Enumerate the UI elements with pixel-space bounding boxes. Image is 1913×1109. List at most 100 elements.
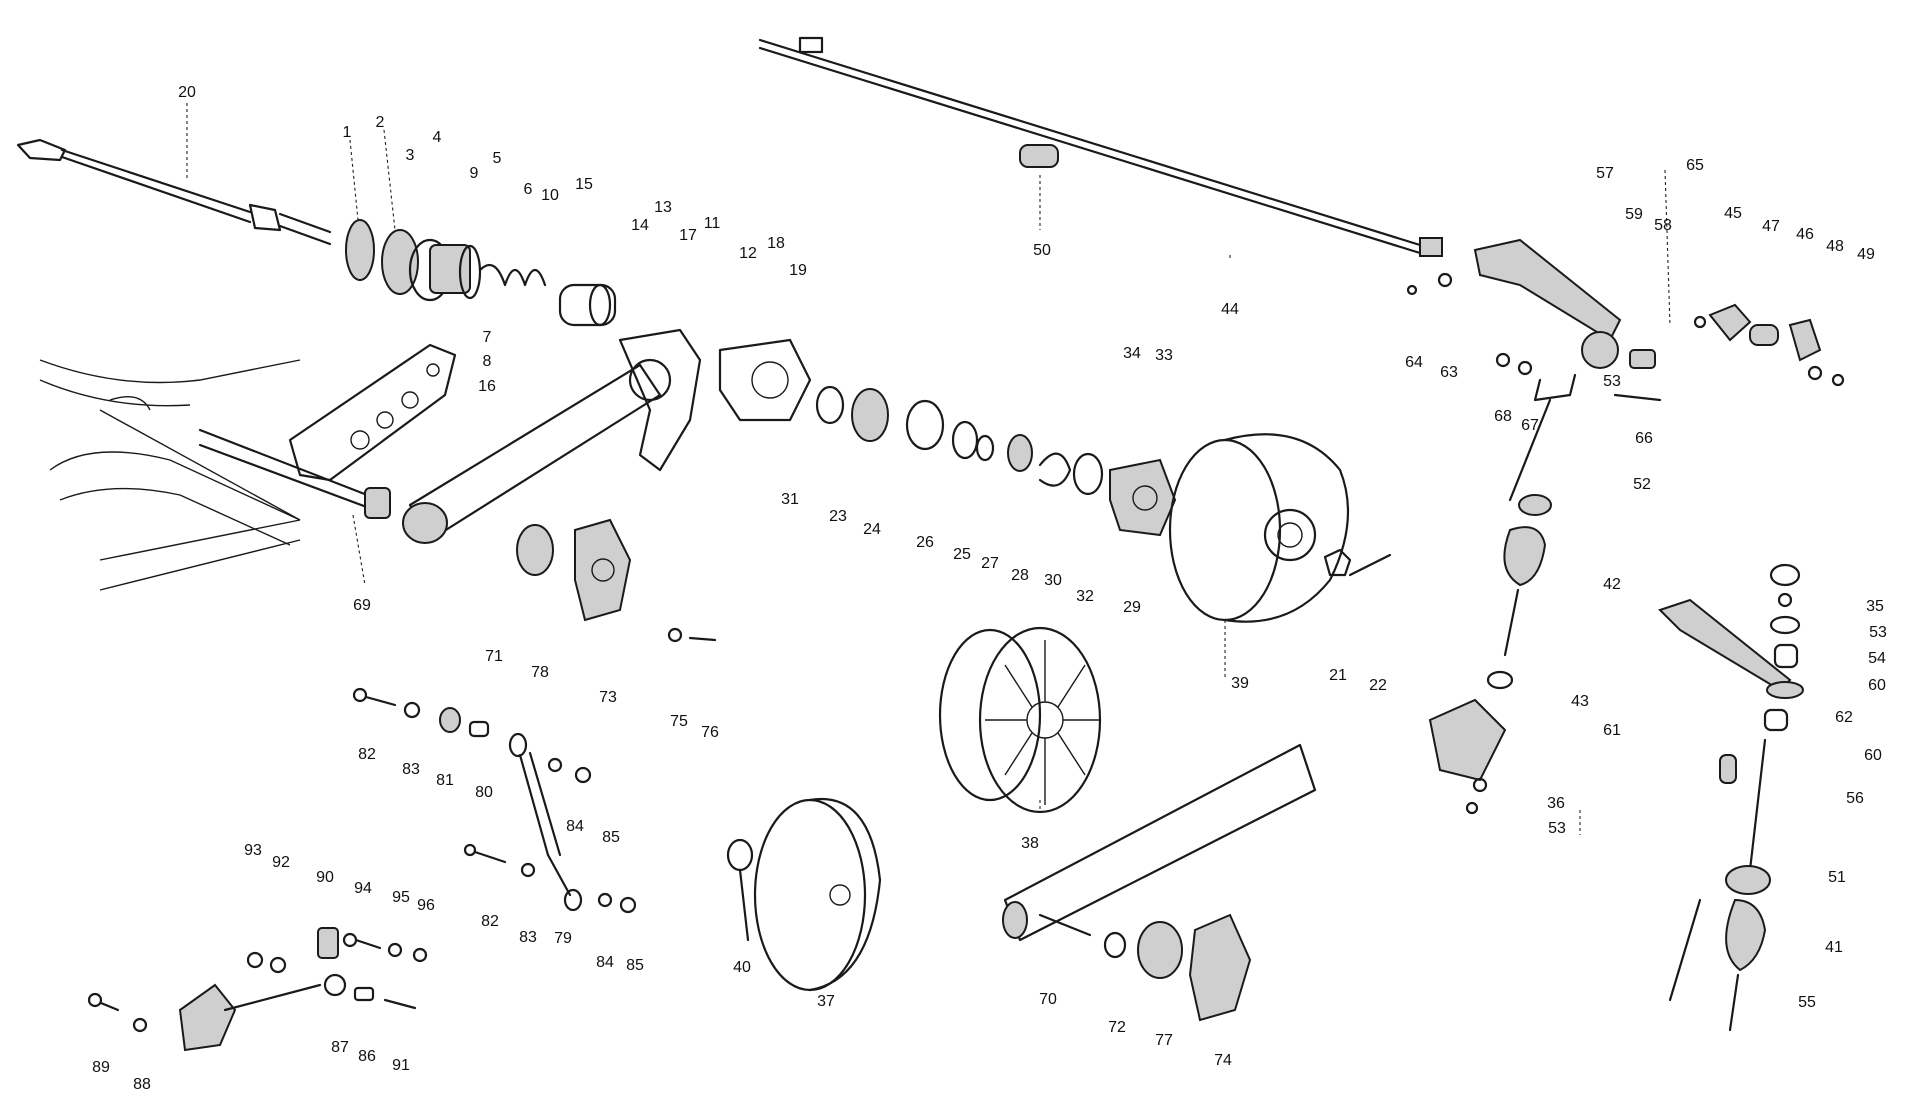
callout-90: 90 — [316, 869, 334, 886]
callout-67: 67 — [1521, 417, 1539, 434]
callout-56: 56 — [1846, 790, 1864, 807]
brake-drum-39 — [1168, 433, 1350, 623]
callout-93: 93 — [244, 842, 262, 859]
callout-19: 19 — [789, 262, 807, 279]
axle-shaft-left — [16, 138, 332, 246]
callout-49: 49 — [1857, 246, 1875, 263]
nuts-84-85 — [547, 757, 637, 914]
callout-22: 22 — [1369, 677, 1387, 694]
callout-29: 29 — [1123, 599, 1141, 616]
callout-96: 96 — [417, 897, 435, 914]
seals-and-washers — [815, 385, 1104, 496]
callout-82b: 82 — [481, 913, 499, 930]
trailing-arm-bracket — [288, 343, 457, 482]
callout-77: 77 — [1155, 1032, 1173, 1049]
castle-nut-and-pin — [1323, 548, 1392, 577]
callout-83b: 83 — [519, 929, 537, 946]
callout-60b: 60 — [1864, 747, 1882, 764]
callout-27: 27 — [981, 555, 999, 572]
callout-2: 2 — [376, 114, 385, 131]
chassis-frame — [39, 359, 301, 591]
callout-34: 34 — [1123, 345, 1141, 362]
linkage-parts-45-49 — [1693, 303, 1845, 387]
callout-28: 28 — [1011, 567, 1029, 584]
callout-25: 25 — [953, 546, 971, 563]
callout-9: 9 — [470, 165, 479, 182]
callout-46: 46 — [1796, 226, 1814, 243]
callout-6: 6 — [524, 181, 533, 198]
leader-lines — [186, 103, 1671, 835]
callout-63: 63 — [1440, 364, 1458, 381]
callout-82: 82 — [358, 746, 376, 763]
shift-rod-52 — [1495, 352, 1662, 657]
callout-38: 38 — [1021, 835, 1039, 852]
callout-47: 47 — [1762, 218, 1780, 235]
tie-rod-44 — [758, 36, 1443, 257]
callout-54: 54 — [1868, 650, 1886, 667]
callout-7: 7 — [483, 329, 492, 346]
callout-17: 17 — [679, 227, 697, 244]
callout-39: 39 — [1231, 675, 1249, 692]
callout-53: 53 — [1548, 820, 1566, 837]
callout-33: 33 — [1155, 347, 1173, 364]
callout-21: 21 — [1329, 667, 1347, 684]
callout-62: 62 — [1835, 709, 1853, 726]
bearing-housing — [618, 328, 812, 472]
callout-52: 52 — [1633, 476, 1651, 493]
callout-91: 91 — [392, 1057, 410, 1074]
bearing-cover-29 — [1109, 458, 1177, 537]
callout-4: 4 — [433, 129, 442, 146]
callout-53b: 53 — [1869, 624, 1887, 641]
shift-arm-assembly-57 — [1406, 238, 1656, 369]
callout-8: 8 — [483, 353, 492, 370]
callout-13: 13 — [654, 199, 672, 216]
callout-69: 69 — [353, 597, 371, 614]
callout-65: 65 — [1686, 157, 1704, 174]
gearshift-lower-parts — [1428, 670, 1514, 815]
callout-24: 24 — [863, 521, 881, 538]
callout-66: 66 — [1635, 430, 1653, 447]
lower-left-bracket — [87, 927, 428, 1052]
callout-89: 89 — [92, 1059, 110, 1076]
callout-88: 88 — [133, 1076, 151, 1093]
torsion-bar-69 — [198, 428, 391, 519]
callout-74: 74 — [1214, 1052, 1232, 1069]
callout-92: 92 — [272, 854, 290, 871]
callout-14: 14 — [631, 217, 649, 234]
callout-labels: 1 2 3 4 5 6 7 8 9 10 11 12 13 14 15 16 1… — [92, 84, 1887, 1093]
callout-79: 79 — [554, 930, 572, 947]
seals-72-77-cover-74 — [1103, 913, 1252, 1022]
callout-85b: 85 — [626, 957, 644, 974]
callout-42: 42 — [1603, 576, 1621, 593]
callout-55: 55 — [1798, 994, 1816, 1011]
callout-87: 87 — [331, 1039, 349, 1056]
callout-23: 23 — [829, 508, 847, 525]
callout-31: 31 — [781, 491, 799, 508]
callout-50: 50 — [1033, 242, 1051, 259]
callout-32: 32 — [1076, 588, 1094, 605]
callout-51: 51 — [1828, 869, 1846, 886]
callout-60: 60 — [1868, 677, 1886, 694]
callout-1: 1 — [343, 124, 352, 141]
callout-57: 57 — [1596, 165, 1614, 182]
wheel-38 — [938, 626, 1102, 814]
callout-53c: 53 — [1603, 373, 1621, 390]
callout-72: 72 — [1108, 1019, 1126, 1036]
seal-78-cover-73 — [516, 518, 632, 622]
callout-81: 81 — [436, 772, 454, 789]
callout-68: 68 — [1494, 408, 1512, 425]
callout-44: 44 — [1221, 301, 1239, 318]
brake-backing-plate-37 — [753, 797, 882, 992]
callout-71: 71 — [485, 648, 503, 665]
callout-61: 61 — [1603, 722, 1621, 739]
callout-15: 15 — [575, 176, 593, 193]
callout-26: 26 — [916, 534, 934, 551]
callout-75: 75 — [670, 713, 688, 730]
callout-73: 73 — [599, 689, 617, 706]
callout-3: 3 — [406, 147, 415, 164]
shock-absorber-79 — [508, 732, 583, 912]
lever-40 — [726, 838, 754, 942]
callout-78: 78 — [531, 664, 549, 681]
hub-components — [345, 219, 617, 327]
